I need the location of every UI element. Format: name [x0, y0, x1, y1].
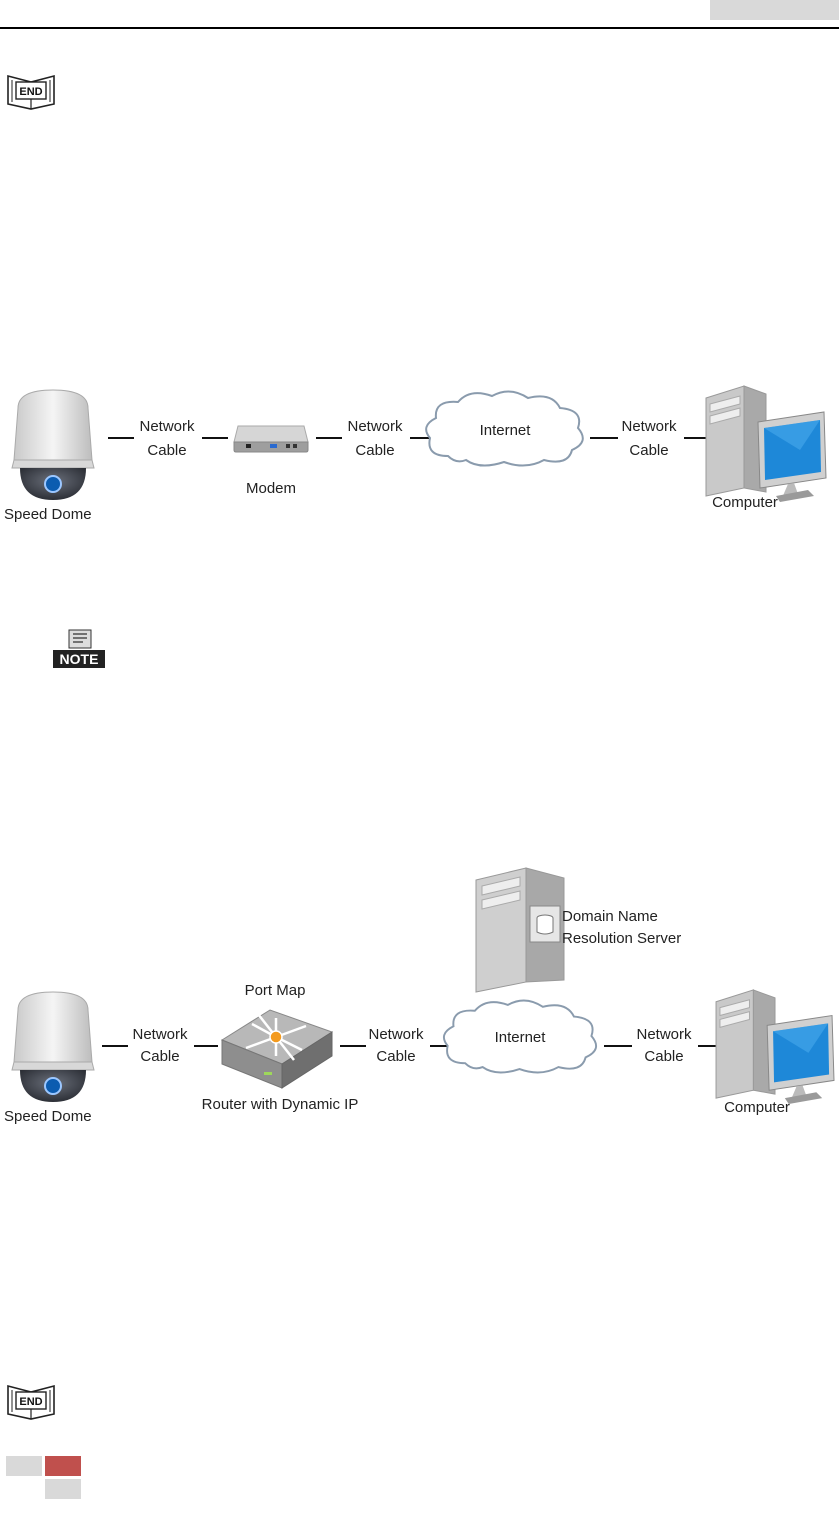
link-line [604, 1045, 632, 1047]
link-line [202, 437, 228, 439]
cable-label-top: Network [139, 418, 195, 435]
internet-cloud-icon [442, 999, 598, 1074]
footer-block-gray [6, 1456, 42, 1476]
speed-dome-icon [11, 991, 95, 1102]
speed-dome-label: Speed Dome [4, 506, 92, 523]
computer-label: Computer [724, 1099, 790, 1116]
cable-label-bottom: Cable [644, 1048, 684, 1065]
modem-icon [233, 425, 309, 453]
dns-label-line2: Resolution Server [562, 930, 682, 947]
computer-icon [705, 385, 827, 502]
link-line [102, 1045, 128, 1047]
link-line [410, 437, 434, 439]
link-line [194, 1045, 218, 1047]
cable-label-top: Network [347, 418, 403, 435]
link-line [590, 437, 618, 439]
link-line [108, 437, 134, 439]
cable-label-bottom: Cable [147, 442, 187, 459]
cable-label-top: Network [621, 418, 677, 435]
footer-block-gray [45, 1479, 81, 1499]
end-icon: END [7, 1384, 55, 1420]
svg-text:NOTE: NOTE [60, 651, 99, 667]
cable-label-bottom: Cable [629, 442, 669, 459]
modem-label: Modem [245, 480, 297, 497]
cable-label-top: Network [132, 1026, 188, 1043]
computer-icon [715, 989, 835, 1104]
speed-dome-label: Speed Dome [4, 1108, 92, 1125]
link-line [698, 1045, 718, 1047]
router-label: Router with Dynamic IP [201, 1096, 359, 1113]
cable-label-bottom: Cable [376, 1048, 416, 1065]
speed-dome-icon [11, 389, 95, 500]
link-line [430, 1045, 452, 1047]
computer-label: Computer [712, 494, 778, 511]
internet-cloud-icon [425, 390, 584, 467]
header-rule [0, 27, 839, 29]
svg-text:END: END [19, 86, 42, 98]
end-icon: END [7, 74, 55, 110]
cable-label-top: Network [368, 1026, 424, 1043]
router-icon [220, 1009, 334, 1089]
header-box [710, 0, 839, 20]
svg-text:END: END [19, 1396, 42, 1408]
internet-label: Internet [479, 422, 531, 439]
link-line [316, 437, 342, 439]
dns-label-line1: Domain Name [562, 908, 658, 925]
port-map-label: Port Map [244, 982, 306, 999]
cable-label-bottom: Cable [355, 442, 395, 459]
link-line [684, 437, 706, 439]
note-icon: NOTE [53, 629, 105, 668]
cable-label-bottom: Cable [140, 1048, 180, 1065]
footer-block-red [45, 1456, 81, 1476]
link-line [340, 1045, 366, 1047]
dns-server-icon [475, 867, 565, 993]
internet-label: Internet [494, 1029, 546, 1046]
cable-label-top: Network [636, 1026, 692, 1043]
